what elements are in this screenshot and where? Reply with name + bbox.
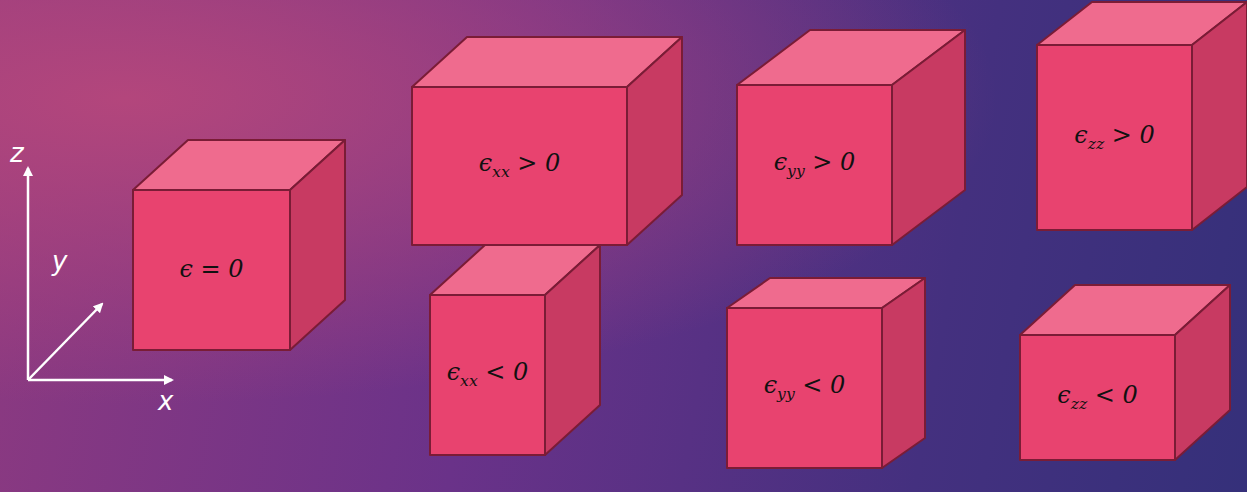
cube-side: [882, 278, 925, 468]
strain-cube: ϵ = 0: [133, 190, 290, 350]
cube-front: [737, 85, 892, 245]
cube-front: [1020, 335, 1175, 460]
cube-front: [412, 87, 627, 245]
strain-cube: ϵyy > 0: [737, 85, 892, 245]
cube-front: [133, 190, 290, 350]
cube-front: [727, 308, 882, 468]
strain-cube: ϵxx > 0: [412, 87, 627, 245]
axis-label: x: [158, 386, 173, 416]
strain-label: ϵzz < 0: [1057, 382, 1138, 414]
strain-label: ϵxx > 0: [479, 150, 561, 182]
cube-front: [430, 295, 545, 455]
cube-side: [1192, 2, 1247, 230]
cube-side: [290, 140, 345, 350]
strain-label: ϵ = 0: [179, 256, 243, 284]
strain-cube: ϵxx < 0: [430, 295, 545, 455]
cube-side: [627, 37, 682, 245]
strain-label: ϵyy < 0: [764, 372, 846, 404]
cube-side: [892, 30, 965, 245]
cube-side: [545, 245, 600, 455]
cube-side: [1175, 285, 1230, 460]
strain-cube: ϵzz < 0: [1020, 335, 1175, 460]
strain-label: ϵyy > 0: [774, 149, 856, 181]
strain-cube: ϵzz > 0: [1037, 45, 1192, 230]
strain-label: ϵzz > 0: [1074, 122, 1155, 154]
axis-label: z: [10, 138, 24, 168]
strain-label: ϵxx < 0: [447, 359, 529, 391]
axis-label: y: [52, 246, 67, 276]
cube-front: [1037, 45, 1192, 230]
strain-cube: ϵyy < 0: [727, 308, 882, 468]
